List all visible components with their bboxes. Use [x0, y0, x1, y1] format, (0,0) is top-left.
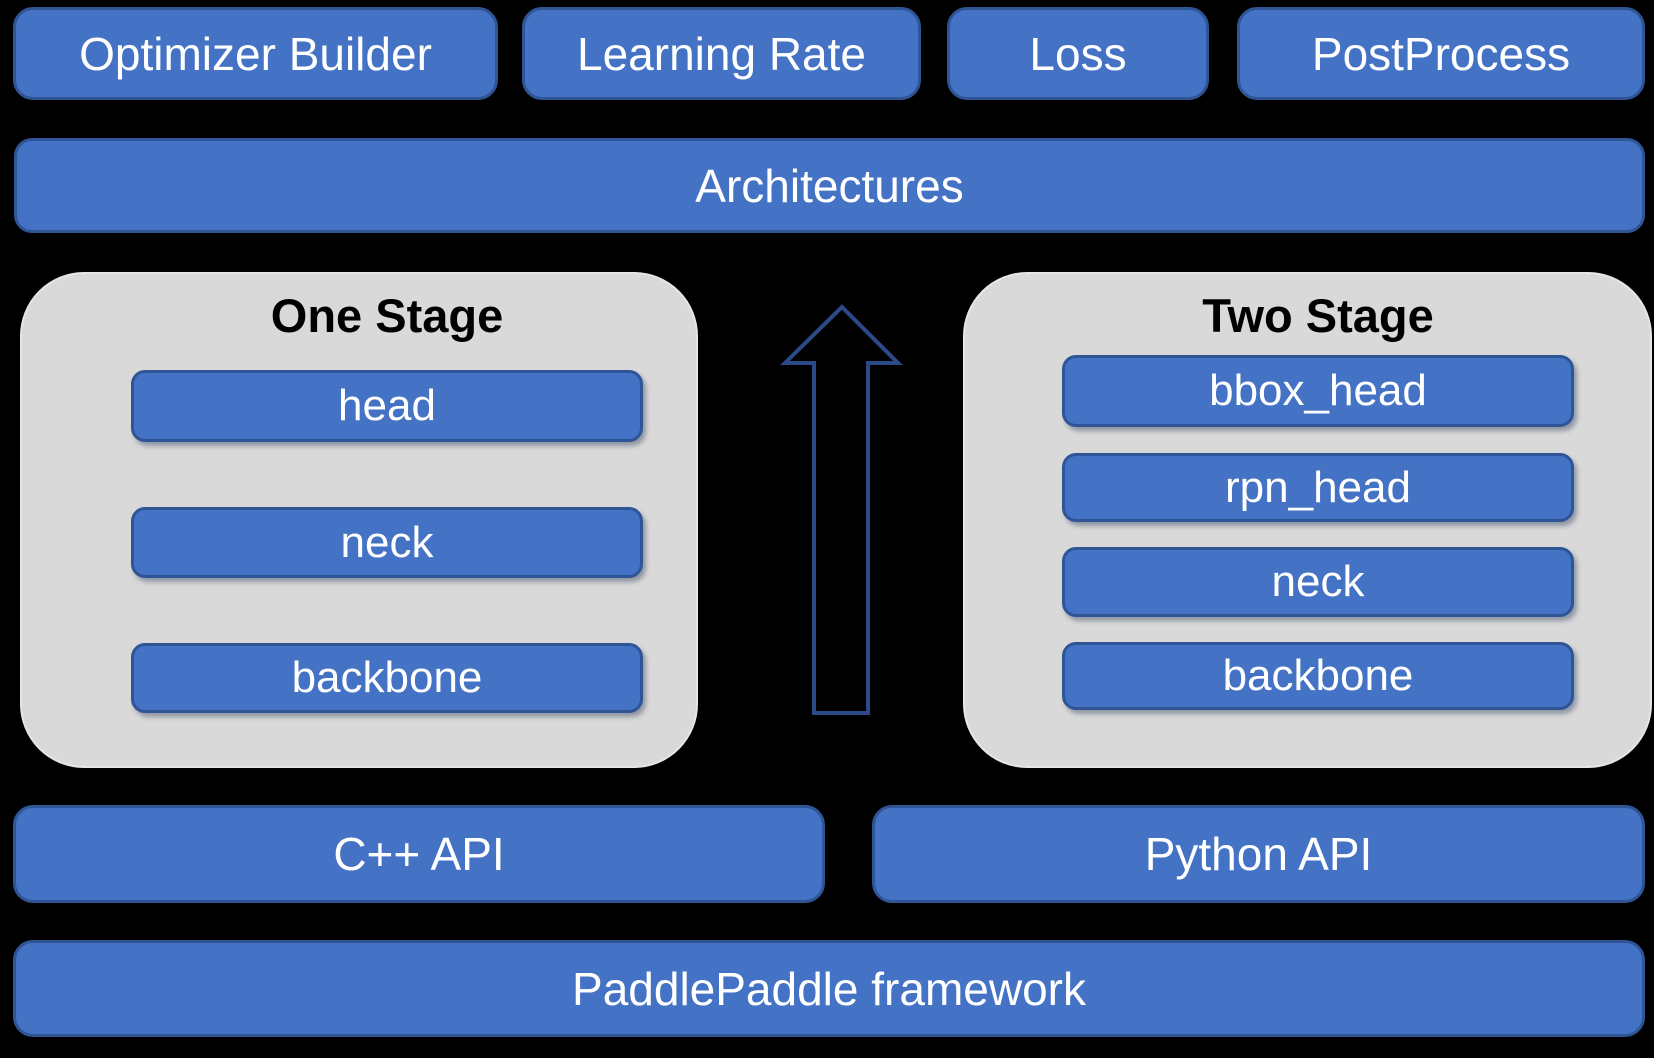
two-stage-backbone-box: backbone — [1062, 642, 1574, 710]
two-stage-neck-box: neck — [1062, 547, 1574, 617]
architectures-bar: Architectures — [14, 138, 1645, 233]
learning-rate-box: Learning Rate — [522, 7, 921, 100]
two-stage-rpn-head-box: rpn_head — [1062, 453, 1574, 522]
one-stage-head-box: head — [131, 370, 643, 442]
paddlepaddle-framework-label: PaddlePaddle framework — [572, 962, 1086, 1015]
two-stage-bbox-head-label: bbox_head — [1209, 366, 1427, 415]
one-stage-neck-box: neck — [131, 507, 643, 578]
two-stage-backbone-label: backbone — [1222, 651, 1414, 700]
one-stage-head-label: head — [338, 381, 436, 430]
one-stage-neck-label: neck — [340, 517, 434, 567]
optimizer-builder-label: Optimizer Builder — [79, 27, 432, 80]
postprocess-box: PostProcess — [1237, 7, 1645, 100]
postprocess-label: PostProcess — [1311, 27, 1571, 80]
loss-label: Loss — [1029, 27, 1127, 80]
two-stage-rpn-head-label: rpn_head — [1225, 462, 1411, 512]
optimizer-builder-box: Optimizer Builder — [13, 7, 498, 100]
architectures-label: Architectures — [695, 159, 964, 212]
one-stage-backbone-label: backbone — [291, 653, 483, 702]
up-arrow-icon — [780, 304, 903, 715]
cpp-api-bar: C++ API — [13, 805, 825, 903]
paddlepaddle-framework-bar: PaddlePaddle framework — [13, 940, 1645, 1037]
cpp-api-label: C++ API — [333, 828, 505, 880]
two-stage-bbox-head-box: bbox_head — [1062, 355, 1574, 427]
one-stage-title: One Stage — [270, 289, 504, 342]
one-stage-backbone-box: backbone — [131, 643, 643, 713]
learning-rate-label: Learning Rate — [577, 27, 866, 80]
python-api-bar: Python API — [872, 805, 1645, 903]
two-stage-neck-label: neck — [1271, 557, 1365, 606]
python-api-label: Python API — [1144, 828, 1373, 880]
loss-box: Loss — [947, 7, 1209, 100]
two-stage-title: Two Stage — [1202, 289, 1434, 342]
